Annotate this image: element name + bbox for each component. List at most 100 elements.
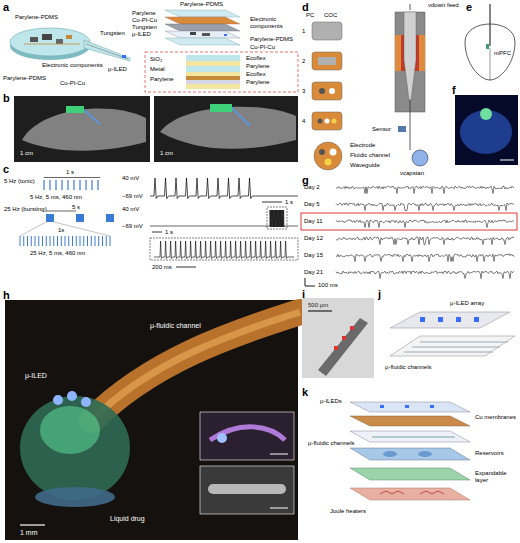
draw-tower — [410, 4, 411, 10]
exploded-pump — [430, 405, 434, 408]
probe-schematic — [404, 352, 493, 353]
electrophysiology-trace — [76, 236, 77, 246]
panel-letter: b — [3, 92, 10, 105]
probe-schematic — [456, 317, 461, 322]
part-label: Tungsten — [100, 30, 125, 37]
layer-inset — [186, 80, 240, 84]
electrophysiology-trace — [46, 211, 76, 212]
probe-photo — [302, 298, 374, 378]
part-label: μ-ILED — [132, 31, 151, 38]
part-label: Parylene — [246, 79, 270, 86]
electrophysiology-trace — [97, 180, 98, 190]
neural-recording — [336, 237, 514, 244]
device-photo — [270, 454, 288, 455]
neural-recording — [336, 203, 514, 210]
part-label: μ-ILED array — [450, 300, 484, 307]
day-label: Day 5 — [304, 201, 320, 208]
electrophysiology-trace — [80, 236, 81, 246]
electrophysiology-trace — [46, 236, 47, 246]
scale-label: 2 — [302, 58, 305, 65]
part-label: Ecoflex — [246, 71, 266, 78]
part-label: Electrode — [350, 142, 375, 149]
exploded-layers — [165, 10, 240, 17]
part-label: Parylene — [246, 63, 270, 70]
ct-image — [22, 109, 146, 151]
probe-schematic — [390, 312, 515, 356]
part-label: μ-fluidic channel — [150, 322, 201, 330]
electrophysiology-trace — [176, 267, 196, 268]
electrophysiology-trace — [102, 236, 103, 246]
part-label: SiO₂ — [150, 56, 162, 63]
scale-label: 4 — [302, 118, 305, 125]
brain-section — [486, 44, 489, 49]
fluorescence-image — [455, 95, 518, 165]
implant-device — [10, 28, 90, 56]
device-photo — [5, 300, 300, 540]
exploded-pump — [350, 402, 470, 412]
electrophysiology-trace — [150, 178, 298, 199]
fiber-preform — [325, 159, 332, 166]
part-label: Reservoirs — [475, 450, 504, 457]
day-label: Day 15 — [304, 252, 323, 259]
device-photo — [67, 391, 77, 401]
probe-schematic — [438, 317, 443, 322]
part-label: Metal — [150, 66, 165, 73]
part-label: COC — [324, 12, 337, 19]
ct-image — [160, 107, 296, 149]
ct-image — [14, 96, 298, 162]
part-label: 25 Hz, 5 ms, 460 nm — [30, 250, 85, 257]
neural-recording — [336, 271, 514, 278]
exploded-layers — [202, 33, 210, 36]
part-label: Parylene-PDMS — [250, 36, 293, 43]
electrophysiology-trace — [20, 236, 21, 246]
layer-inset — [186, 55, 240, 61]
exploded-pump — [350, 431, 470, 442]
draw-tower — [404, 12, 416, 100]
probe-schematic — [390, 336, 515, 356]
part-label: Sensor — [372, 126, 391, 133]
neural-recording — [305, 286, 315, 287]
electrophysiology-trace — [55, 180, 56, 190]
exploded-pump — [405, 405, 409, 408]
electrophysiology-trace — [152, 232, 162, 233]
electrophysiology-trace — [49, 180, 50, 190]
ct-image — [14, 96, 150, 162]
part-label: Ecoflex — [246, 55, 266, 62]
panel-letter: j — [378, 288, 381, 301]
probe-photo — [342, 336, 346, 340]
exploded-layers — [165, 31, 240, 38]
panel-letter: e — [466, 1, 472, 14]
exploded-pump — [350, 416, 470, 426]
neural-recording — [336, 186, 514, 193]
electrophysiology-trace — [61, 236, 62, 246]
implant-device — [122, 55, 126, 58]
probe-schematic — [420, 342, 508, 343]
electrophysiology-trace — [35, 236, 36, 246]
fiber-preform — [312, 22, 342, 170]
electrophysiology-trace — [43, 180, 44, 190]
brain-section — [489, 4, 490, 46]
scale-label: 1 s — [165, 229, 173, 236]
panel-letter: k — [302, 386, 308, 399]
ct-image — [232, 108, 250, 126]
part-label: Cu-PI-Cu — [250, 44, 275, 51]
layer-inset — [145, 52, 298, 92]
exploded-pump — [383, 451, 397, 457]
part-label: Waveguide — [350, 162, 380, 169]
exploded-pump — [350, 402, 470, 500]
scale-label: 1s — [58, 227, 64, 234]
electrophysiology-trace — [95, 236, 96, 246]
formula-label: νdown feed — [428, 2, 459, 9]
probe-schematic — [420, 317, 425, 322]
neural-recording — [305, 278, 306, 286]
fiber-preform — [318, 119, 323, 124]
fiber-preform — [332, 119, 337, 124]
part-label: Parylene-PDMS — [3, 75, 46, 82]
part-label: μ-ILED — [25, 372, 47, 380]
electrophysiology-trace — [73, 180, 74, 190]
part-label: Parylene — [150, 76, 174, 83]
part-label: μ-fluidic channels — [308, 440, 354, 447]
part-label: Cu-PI-Cu — [132, 17, 157, 24]
layer-inset — [186, 84, 240, 89]
part-label: Liquid drug — [110, 515, 145, 523]
